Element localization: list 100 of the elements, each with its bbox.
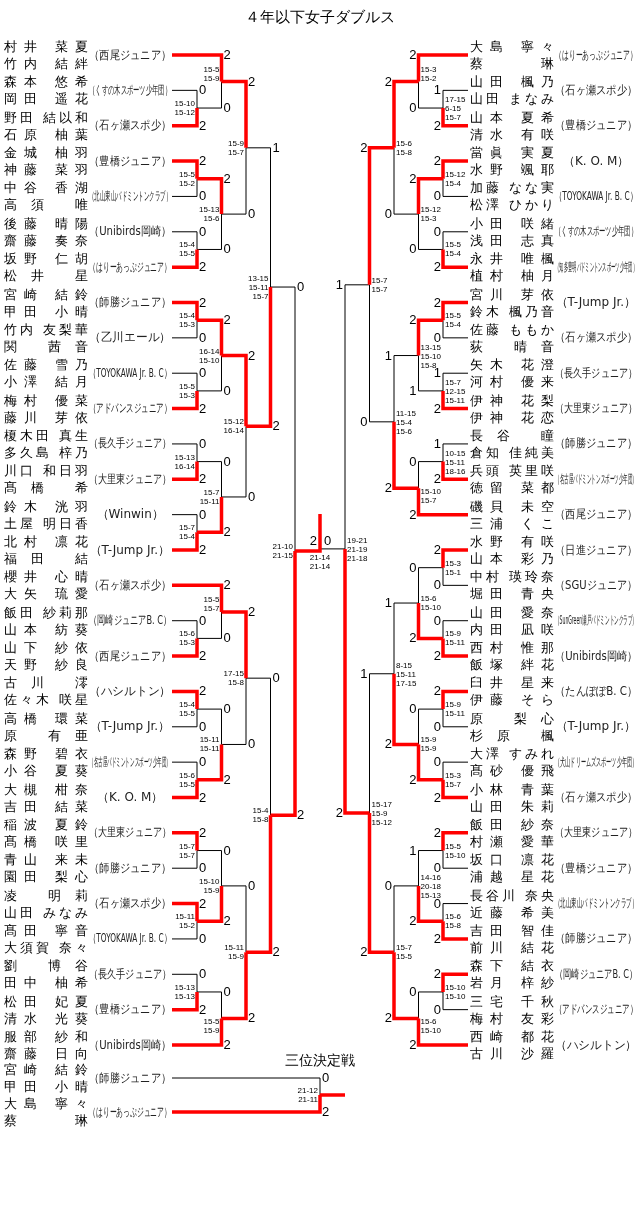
game-count: 2 xyxy=(223,525,231,539)
game-count: 0 xyxy=(433,755,441,769)
game-count: 2 xyxy=(433,118,441,132)
bracket-line xyxy=(196,991,222,1019)
player-name: 蔡 琳 xyxy=(4,1112,88,1129)
player-name: 山本 夏希 xyxy=(470,108,554,126)
player-name: 高橋 環菜 xyxy=(4,709,88,727)
player-name: 蔡 琳 xyxy=(470,55,554,72)
game-count: 1 xyxy=(409,843,417,857)
bracket-line xyxy=(172,831,199,851)
game-count: 2 xyxy=(248,348,256,362)
bracket-line xyxy=(416,53,468,82)
club-name: （T-Jump Jr.） xyxy=(89,541,171,559)
game-count: 0 xyxy=(223,383,231,397)
player-name: 宮崎 結鈴 xyxy=(4,1061,88,1078)
bracket-line xyxy=(197,177,224,215)
player-name: 水野 有咲 xyxy=(470,533,554,550)
bracket-line xyxy=(442,991,469,1011)
game-count: 0 xyxy=(433,224,441,238)
club-name: （石ヶ瀬スポ少） xyxy=(89,576,171,594)
bracket-line xyxy=(441,972,468,992)
player-name: 梅村 友彩 xyxy=(470,1009,554,1027)
player-name: 大矢 琉愛 xyxy=(4,585,88,603)
game-count: 2 xyxy=(199,401,207,415)
game-count: 1 xyxy=(433,436,441,450)
player-name: 長谷 瞳 xyxy=(470,426,554,444)
club-name: （西尾ジュニア） xyxy=(555,506,637,524)
club-name: （くすの木スポーツ少年団） xyxy=(89,81,171,99)
club-name: （Unibirds岡崎） xyxy=(89,1036,172,1054)
game-count: 0 xyxy=(248,207,256,221)
club-name: （大里東ジュニア） xyxy=(89,824,171,842)
bracket-line xyxy=(392,952,419,1021)
match-score: 15-9 15-11 xyxy=(443,700,465,719)
player-name: 山田 楓乃 xyxy=(470,73,554,91)
bracket-line xyxy=(418,708,444,745)
game-count: 2 xyxy=(433,154,441,168)
game-count: 0 xyxy=(272,671,280,685)
bracket-line xyxy=(369,284,395,423)
player-name: 飯田 紗莉那 xyxy=(4,603,88,621)
match-score: 15-4 15-5 xyxy=(179,700,197,719)
match-score: 15-5 15-4 xyxy=(443,311,461,330)
match-score: 13-15 15-10 15-8 xyxy=(418,342,441,370)
bracket-line xyxy=(393,602,419,675)
game-count: 0 xyxy=(199,613,207,627)
match-score: 15-6 15-3 xyxy=(179,629,197,648)
game-count: 2 xyxy=(223,171,231,185)
club-name: （犬山ドリームズスポーツ少年団） xyxy=(555,753,637,771)
bracket-line xyxy=(172,1095,322,1114)
club-name: （師勝ジュニア） xyxy=(89,1069,171,1087)
game-count: 0 xyxy=(199,967,207,981)
game-count: 0 xyxy=(199,719,207,733)
game-count: 0 xyxy=(409,984,417,998)
bracket-line xyxy=(171,620,198,639)
match-score: 21-12 21-11 xyxy=(297,1086,320,1104)
game-count: 0 xyxy=(223,242,231,256)
player-name: 三浦 くこ xyxy=(470,514,554,532)
club-name: （石ヶ瀬スポ少） xyxy=(555,329,637,347)
player-name: 宮崎 結鈴 xyxy=(4,285,88,303)
game-count: 2 xyxy=(248,1011,256,1025)
match-score: 21-14 21-14 xyxy=(309,553,331,571)
match-score: 15-5 15-9 xyxy=(203,1017,222,1036)
game-count: 2 xyxy=(409,48,417,61)
club-name: （西尾ジュニア） xyxy=(89,647,171,665)
club-name: （師勝ジュニア） xyxy=(555,930,637,948)
match-score: 15-6 15-10 xyxy=(418,594,441,613)
player-name: 髙橋 咲里 xyxy=(4,832,88,850)
game-count: 0 xyxy=(199,83,207,97)
match-score: 15-5 15-2 xyxy=(179,169,197,188)
bracket-line xyxy=(418,81,444,109)
player-name: 前川 結花 xyxy=(470,938,554,956)
bracket-line xyxy=(442,567,469,586)
bracket-line xyxy=(442,319,469,339)
player-name: 齋藤 奏奈 xyxy=(4,231,88,249)
match-score: 15-6 15-8 xyxy=(394,138,412,157)
match-score: 16-14 15-10 xyxy=(199,346,222,365)
club-name: （師勝ジュニア） xyxy=(89,859,171,877)
player-name: 山本 彩乃 xyxy=(470,550,554,567)
player-name: 大槻 柑奈 xyxy=(4,780,88,798)
club-name: （豊橋ジュニア） xyxy=(89,152,171,170)
match-score: 15-5 15-3 xyxy=(179,381,197,400)
bracket-line xyxy=(416,1018,468,1047)
match-score: 11-15 15-4 15-6 xyxy=(394,408,416,436)
game-count: 2 xyxy=(409,507,417,521)
player-name: 大澤 すみれ xyxy=(470,745,554,763)
club-name: （Winwin） xyxy=(96,506,164,524)
bracket-line xyxy=(171,372,198,392)
player-name: 矢木 花澄 xyxy=(470,356,554,374)
match-score: 15-3 15-7 xyxy=(443,770,461,789)
bracket-line xyxy=(441,461,468,482)
player-name: 森野 碧衣 xyxy=(4,745,88,763)
player-name: 岡田 遥花 xyxy=(4,90,88,108)
game-count: 0 xyxy=(248,878,256,892)
match-score: 21-10 21-15 xyxy=(272,542,295,561)
player-name: 山田 朱莉 xyxy=(470,797,554,815)
bracket-line xyxy=(172,532,199,552)
club-name: （岡崎ジュニアB. C） xyxy=(555,965,638,983)
game-count: 2 xyxy=(433,543,441,556)
game-count: 0 xyxy=(433,578,441,592)
bracket-line xyxy=(171,973,198,993)
bracket-line xyxy=(221,425,247,498)
